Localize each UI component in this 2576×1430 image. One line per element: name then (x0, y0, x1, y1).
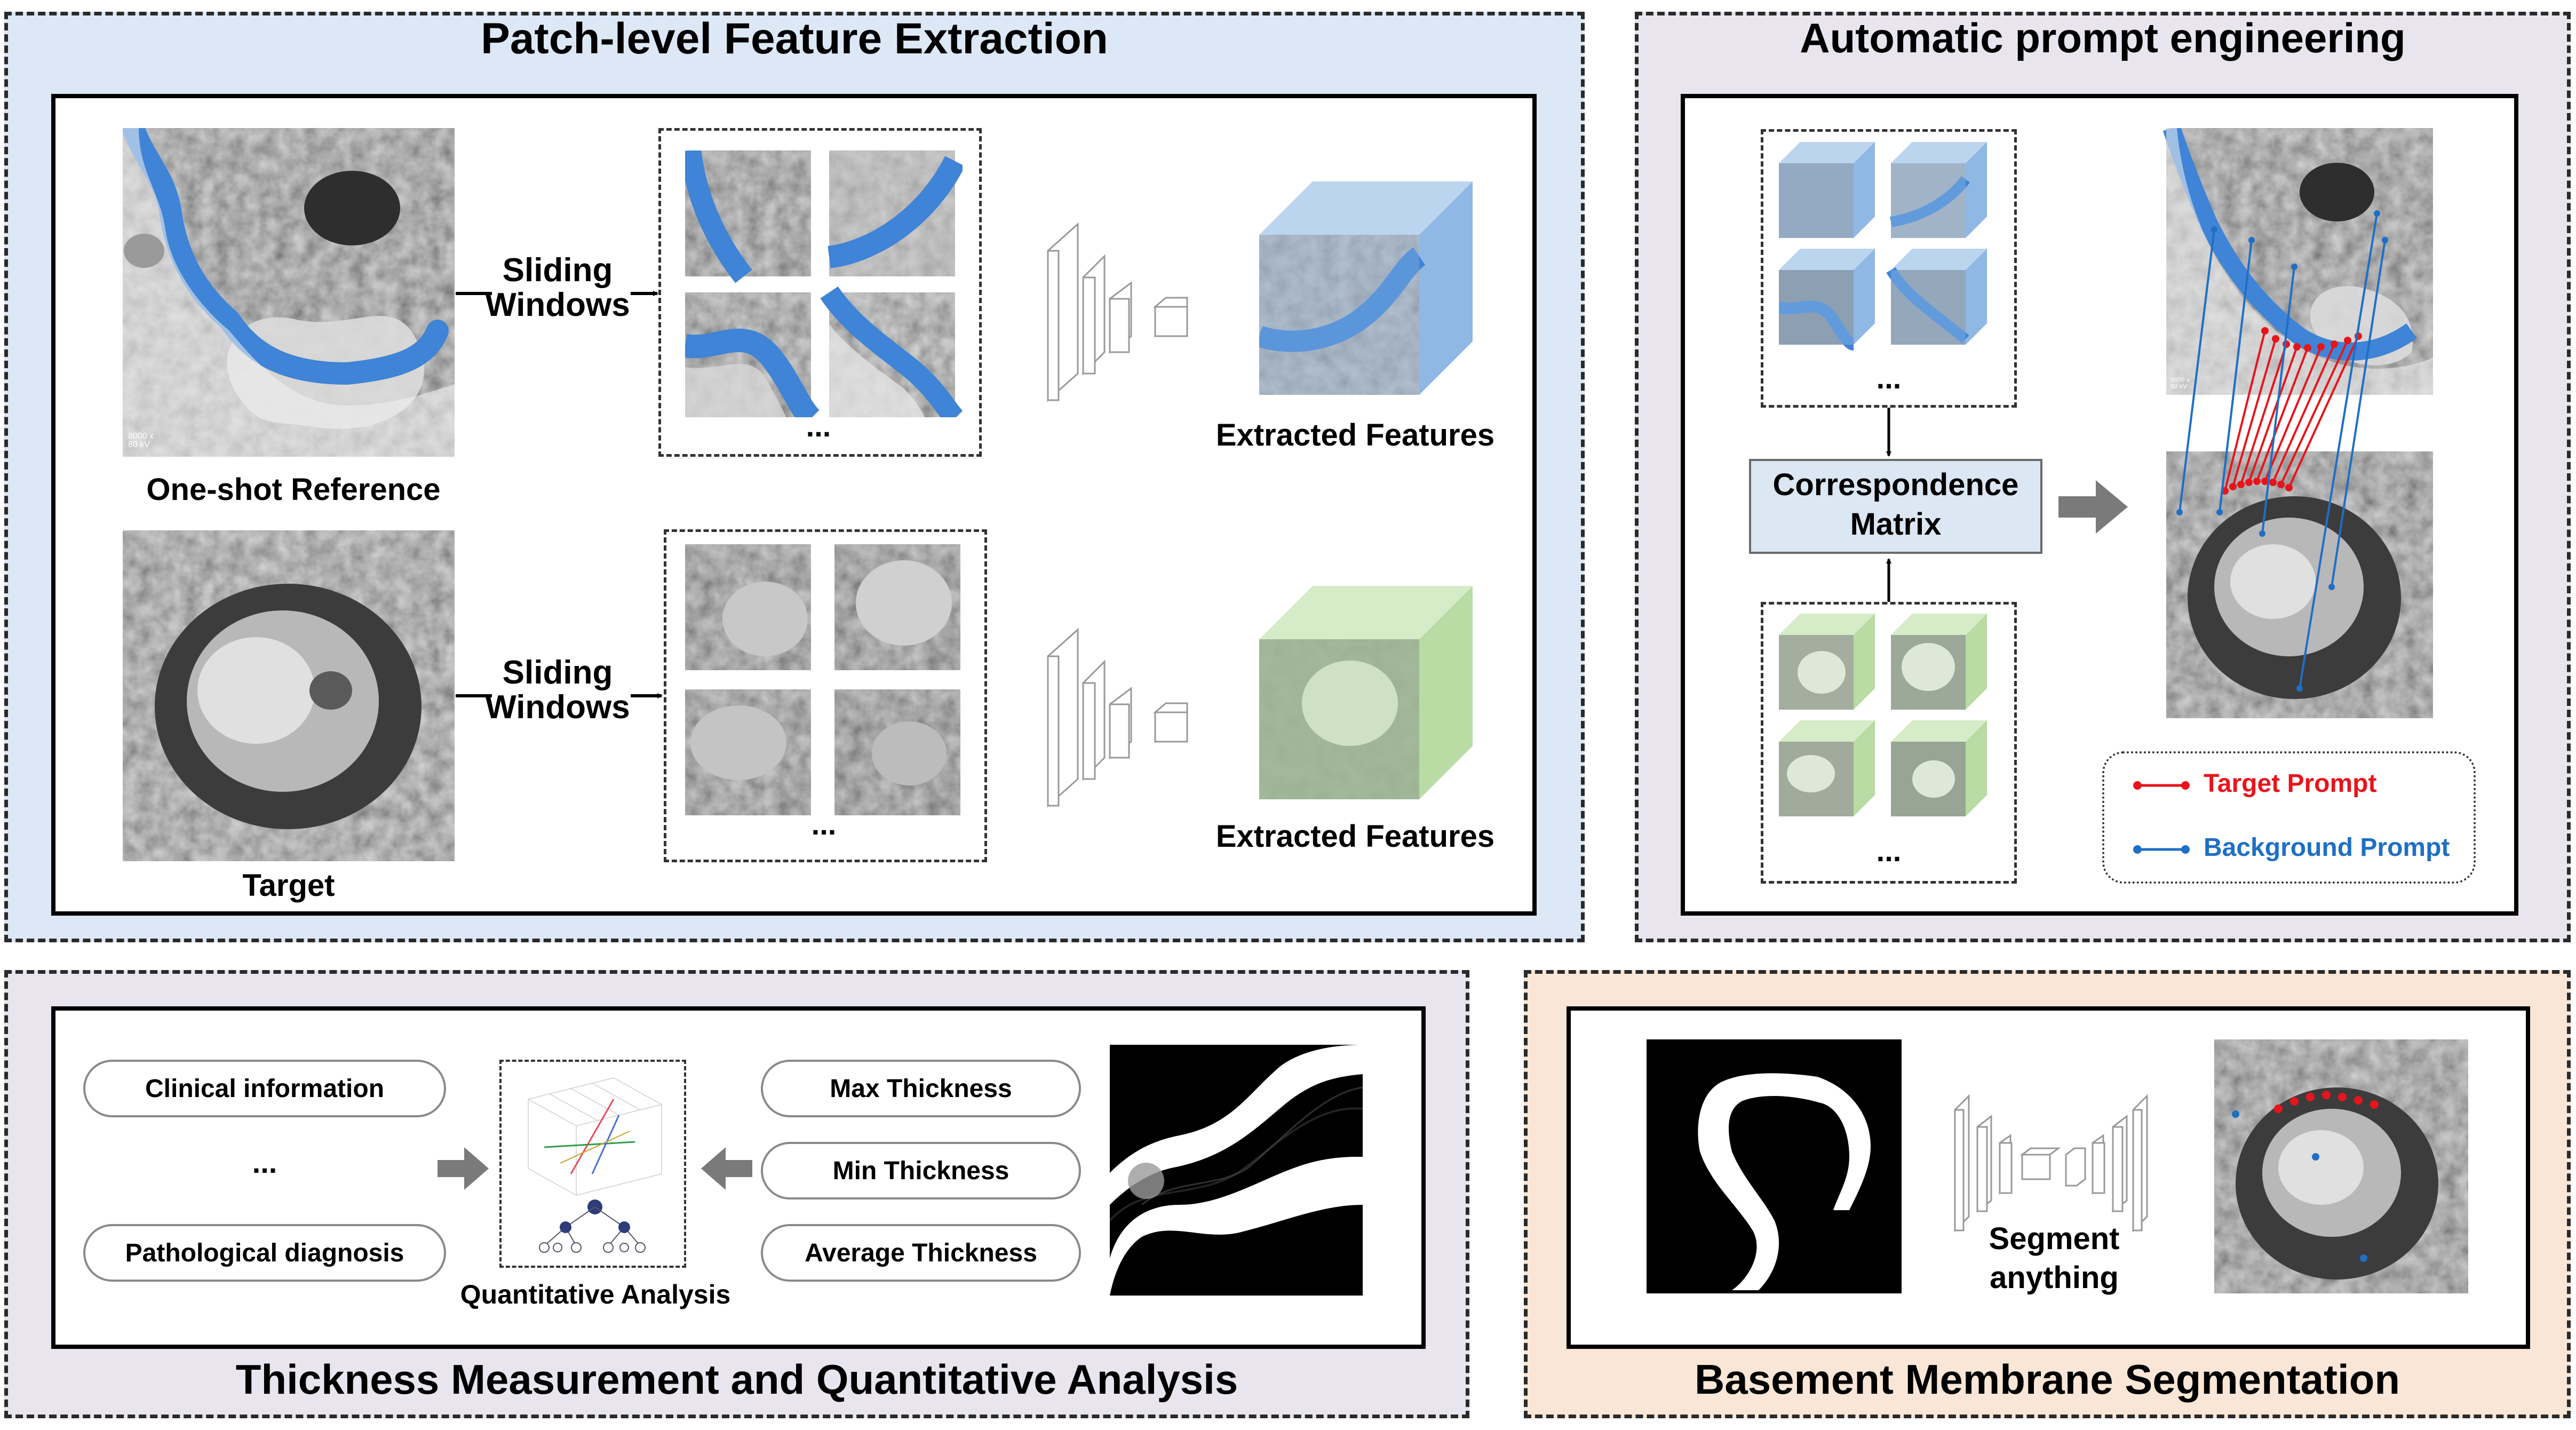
extracted-features-label-bottom: Extracted Features (1215, 819, 1495, 854)
sliding-windows-label-top: Sliding Windows (485, 252, 630, 324)
prompt-point (2374, 210, 2380, 217)
prompt-lines (2176, 210, 2388, 692)
target-micrograph (123, 530, 455, 861)
prompt-point (2229, 483, 2237, 490)
target-patch-grid (685, 544, 960, 815)
prompt-point (2176, 509, 2183, 515)
prompt-point (2245, 479, 2253, 486)
prompt-point (2328, 584, 2335, 590)
prompt-link (2261, 266, 2295, 534)
average-thickness-pill: Average Thickness (761, 1224, 1081, 1282)
background-prompt-legend-icon (2133, 845, 2190, 854)
prompt-link (2288, 336, 2359, 488)
prompt-link (2264, 346, 2322, 482)
gray-arrow-to-prompts (2058, 480, 2128, 534)
prompt-link (2248, 346, 2298, 483)
arrow-to-matrix-top (1886, 408, 1891, 457)
sliding-windows-label-bottom: Sliding Windows (485, 654, 630, 726)
min-thickness-pill: Min Thickness (761, 1142, 1081, 1199)
prompt-point (2291, 264, 2297, 270)
segment-anything-label: Segment anything (1989, 1221, 2120, 1295)
reference-feature-cubes (1779, 142, 1987, 351)
pathological-diagnosis-pill: Pathological diagnosis (83, 1224, 446, 1282)
prompt-point (2259, 530, 2265, 537)
encoder-icon-bottom (1047, 627, 1188, 808)
prompt-point (2296, 685, 2303, 692)
prompt-point (2293, 343, 2301, 351)
prompt-point (2237, 481, 2245, 488)
analysis-plot-icon (528, 1077, 662, 1253)
prompt-legend (2102, 751, 2476, 884)
prompt-point (2285, 484, 2293, 491)
prompt-point (2211, 226, 2217, 233)
max-thickness-pill: Max Thickness (761, 1060, 1081, 1117)
prompt-link (2224, 330, 2266, 491)
left-items-ellipsis: ... (252, 1146, 277, 1179)
prompt-link (2331, 240, 2386, 587)
prompt-link (2219, 240, 2253, 513)
target-prompt-legend-label: Target Prompt (2204, 769, 2377, 798)
prompt-engineering-title: Automatic prompt engineering (1800, 14, 2406, 61)
segmentation-title: Basement Membrane Segmentation (1694, 1356, 2400, 1403)
reference-label: One-shot Reference (146, 472, 441, 507)
prompt-point (2304, 344, 2311, 352)
prompt-point (2253, 478, 2261, 485)
segmentation-result-image (2214, 1039, 2468, 1293)
target-prompt-legend-icon (2133, 781, 2190, 790)
arrow-sliding-bottom (456, 693, 663, 698)
correspondence-matrix-label: Correspondence Matrix (1772, 467, 2019, 542)
prompt-point (2344, 337, 2351, 344)
segmentation-mask-image (1647, 1039, 1902, 1293)
gray-arrow-left-to-analysis (438, 1147, 489, 1190)
target-patches-ellipsis: ... (811, 807, 837, 841)
prompt-point (2261, 478, 2269, 485)
prompt-point (2277, 481, 2285, 488)
arrow-sliding-top (456, 291, 658, 296)
prompt-point (2331, 340, 2338, 348)
thickness-title: Thickness Measurement and Quantitative A… (235, 1356, 1238, 1403)
prompt-link (2280, 340, 2349, 485)
reference-patch-grid (685, 150, 963, 417)
prompt-point (2269, 479, 2277, 486)
background-prompt-legend-label: Background Prompt (2204, 833, 2450, 862)
feature-cube-green (1259, 586, 1473, 799)
prompt-point (2272, 335, 2279, 343)
reference-patches-ellipsis: ... (806, 409, 831, 443)
prompt-point (2216, 509, 2223, 515)
segment-anything-model-icon (1954, 1094, 2148, 1233)
target-feature-cubes (1779, 614, 1987, 816)
gray-arrow-right-to-analysis (701, 1147, 752, 1190)
prompt-link (2179, 229, 2215, 513)
quantitative-analysis-label: Quantitative Analysis (460, 1280, 731, 1309)
correspondence-matrix-box (1749, 459, 2042, 554)
analysis-box (499, 1060, 686, 1268)
patch-extraction-title: Patch-level Feature Extraction (481, 14, 1108, 63)
prompt-link (2256, 347, 2309, 482)
prompt-link (2240, 344, 2287, 485)
target-feature-ellipsis: ... (1876, 834, 1902, 868)
arrow-to-matrix-bottom (1886, 558, 1891, 607)
reference-feature-ellipsis: ... (1876, 361, 1902, 395)
extracted-features-label-top: Extracted Features (1215, 418, 1495, 452)
clinical-information-pill: Clinical information (83, 1060, 446, 1117)
prompt-point (2261, 327, 2269, 335)
prompt-point (2248, 237, 2255, 243)
prompt-link (2232, 338, 2277, 487)
target-label: Target (242, 868, 335, 903)
prompt-link (2272, 344, 2335, 483)
prompt-point (2317, 343, 2325, 351)
feature-cube-blue (1259, 181, 1473, 395)
prompt-point (2382, 237, 2388, 243)
prompt-link (2299, 213, 2378, 689)
thickness-mask-image (1110, 1045, 1363, 1296)
encoder-icon-top (1047, 222, 1188, 402)
